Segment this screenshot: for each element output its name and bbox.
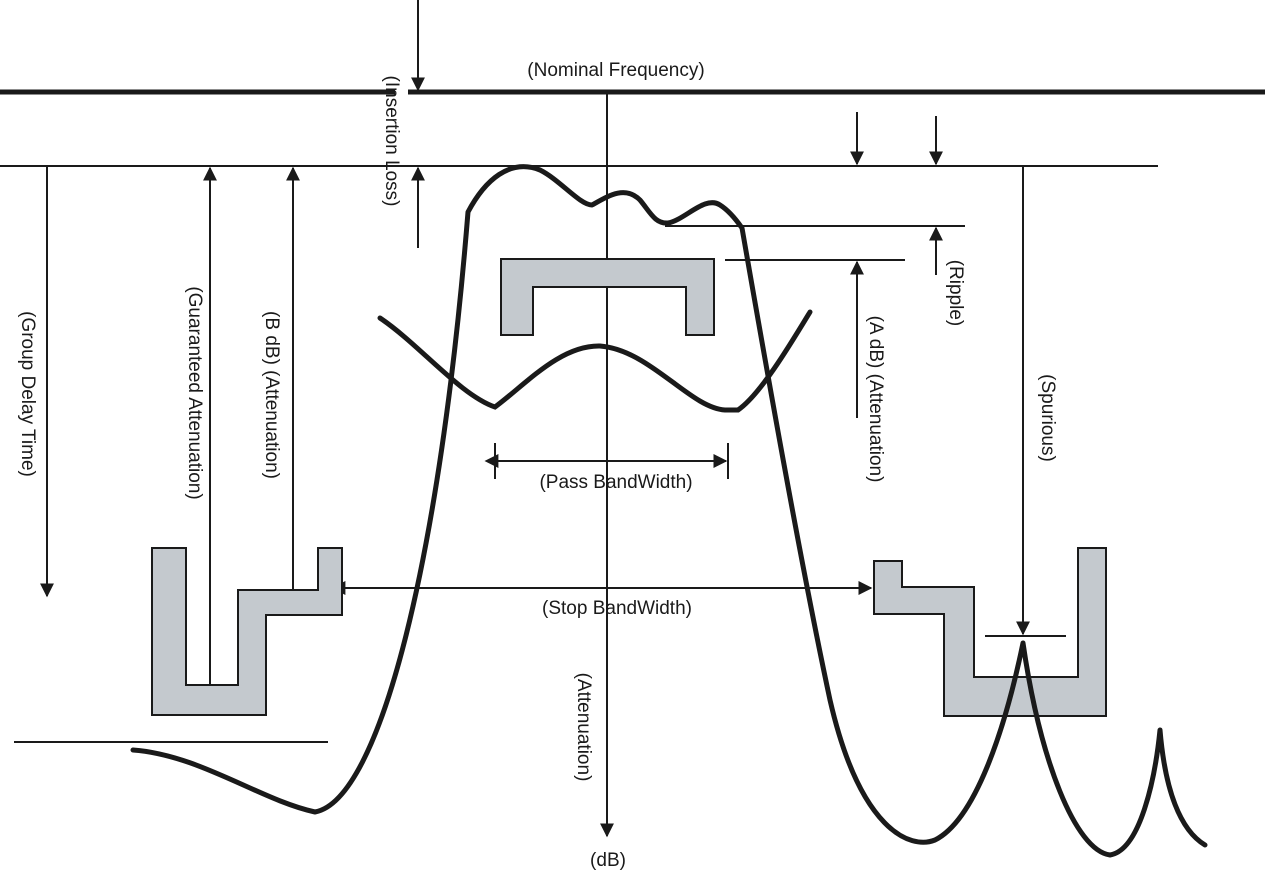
ripple-label: (Ripple) [945,260,966,327]
group-delay-curve [377,309,813,413]
passband-mask [500,258,715,336]
nominal-frequency-label: (Nominal Frequency) [527,60,704,81]
group-delay-time-label: (Group Delay Time) [17,311,38,477]
db-unit-label: (dB) [590,850,626,871]
attenuation-response-curve [130,164,1208,858]
b-db-attenuation-label: (B dB) (Attenuation) [261,311,282,479]
right-stopband-mask [873,547,1107,717]
center-attenuation-label: (Attenuation) [573,673,594,782]
left-stopband-mask [151,547,343,716]
guaranteed-attenuation-label: (Guaranteed Attenuation) [184,286,205,499]
pass-bandwidth-label: (Pass BandWidth) [539,472,692,493]
insertion-loss-label: (Insertion Loss) [381,76,402,207]
a-db-attenuation-label: (A dB) (Attenuation) [865,316,886,483]
spurious-label: (Spurious) [1037,374,1058,462]
stop-bandwidth-label: (Stop BandWidth) [542,598,692,619]
